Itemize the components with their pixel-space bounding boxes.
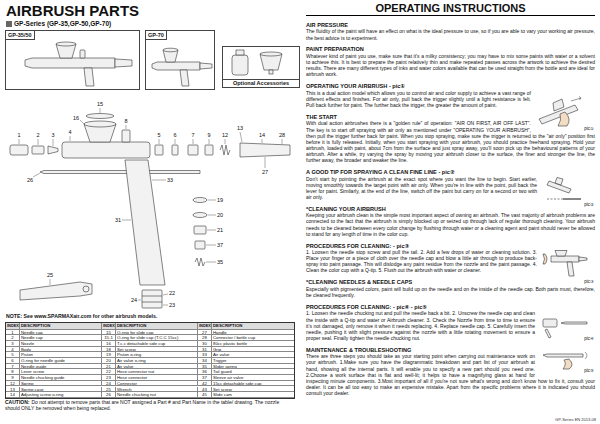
- figure-float: pic④: [539, 311, 595, 341]
- callout-number: 5: [157, 132, 160, 138]
- callout-number: 25: [47, 272, 53, 278]
- subtitle: GP-Series (GP-35,GP-50,GP-70): [14, 20, 111, 28]
- callout-number: 16: [73, 115, 79, 121]
- figure-operating: [535, 91, 595, 131]
- figure-float: pic①: [535, 91, 595, 131]
- figure-label: pic③: [584, 279, 594, 284]
- note-text: NOTE: See www.SPARMAXair.com for other a…: [6, 313, 157, 319]
- section-heading: *CLEANING YOUR AIRBRUSH: [306, 206, 595, 213]
- callout-number: 33: [167, 177, 173, 183]
- parts-table: INDEXDESCRIPTIONINDEXDESCRIPTIONINDEXDES…: [5, 322, 295, 399]
- callout-number: 21: [217, 227, 223, 233]
- callout-number: 27: [262, 169, 268, 175]
- body-text: With dual action airbrushes there is a "…: [306, 120, 595, 163]
- instructions-title: OPERATING INSTRUCTIONS: [306, 2, 595, 16]
- table-cell: Slide cam: [212, 392, 294, 398]
- section-heading: MAINTENANCE & TROUBLESHOOTING: [306, 347, 595, 354]
- airbrush-gp70: [152, 48, 212, 86]
- callout-number: 8: [124, 118, 127, 124]
- callout-number: 28: [279, 132, 285, 138]
- leader-lines: [19, 108, 282, 305]
- box-label: GP-70: [146, 31, 167, 40]
- figure-label: pic④: [584, 336, 594, 341]
- table-cell: 14: [6, 392, 20, 398]
- body-text: There are three steps you should take as…: [306, 353, 595, 396]
- body-text: 1. Loosen the needle chucking nut and pu…: [306, 310, 595, 340]
- callout-number: 19: [217, 197, 223, 203]
- inset-box: Optional Accessories: [222, 46, 300, 88]
- callout-number: 22: [169, 290, 175, 296]
- footer-code: GP-Series EN 2013-08: [555, 417, 596, 422]
- body-text: 1. Loosen the needle stop screw and pull…: [306, 249, 595, 273]
- table-cell: Adjusting screw o-ring: [20, 392, 102, 398]
- box-label: Optional Accessories: [223, 79, 299, 88]
- section-heading: OPERATING YOUR AIRBRUSH - pic①: [306, 83, 595, 90]
- airbrush-gp35: [25, 42, 132, 86]
- callout-number: 7: [191, 132, 194, 138]
- figure-cleaning: [541, 250, 595, 284]
- bullet-square: [6, 21, 12, 27]
- section-heading: THE START: [306, 114, 595, 121]
- caution-label: CAUTION:: [5, 399, 29, 405]
- section-heading: PAINT PREPARATION: [306, 46, 595, 53]
- callout-number: 3: [51, 132, 54, 138]
- body-text: Whatever kind of paint you use, make sur…: [306, 53, 595, 77]
- callout-number: 15: [97, 101, 103, 107]
- caution-note: CAUTION:Do not attempt to remove parts t…: [5, 399, 295, 411]
- callout-number: 35: [217, 259, 223, 265]
- body-text: Especially with pigmented colors, paint …: [306, 286, 595, 298]
- figure-group: pic④ pic⑤: [539, 311, 595, 373]
- body-text: This is a dual action model which allows…: [306, 90, 595, 108]
- callout-number: 31: [115, 217, 121, 223]
- section-heading: AIR PRESSURE: [306, 22, 595, 29]
- callout-number: 20: [217, 212, 223, 218]
- callout-number: 14: [259, 132, 265, 138]
- callout-number: 2: [36, 132, 39, 138]
- section-heading: PROCEDURES FOR CLEANING: - pic④ - pic⑤: [306, 304, 595, 311]
- section-heading: PROCEDURES FOR CLEANING: - pic③: [306, 243, 595, 250]
- callout-number: 12: [222, 132, 228, 138]
- callout-number: 4: [68, 129, 71, 135]
- instructions-column: OPERATING INSTRUCTIONS AIR PRESSUREThe fl…: [306, 2, 595, 396]
- figure-label: pic②: [584, 202, 594, 207]
- callout-number: 1: [17, 132, 20, 138]
- page-title: AIRBRUSH PARTS: [6, 2, 139, 19]
- callout-number: 13: [237, 125, 243, 131]
- table-cell: Needle chucking nut: [116, 392, 198, 398]
- figure-float: pic③: [541, 250, 595, 284]
- callout-number: 9: [207, 132, 210, 138]
- callout-number: 37: [217, 242, 223, 248]
- callout-number: 26: [27, 177, 33, 183]
- inset-box: GP-70: [145, 30, 215, 90]
- body-text: Don't start by pointing the airbrush at …: [306, 176, 595, 200]
- section-heading: *CLEANING NEEDLES & NEEDLE CAPS: [306, 279, 595, 286]
- table-cell: 45: [198, 392, 212, 398]
- table-cell: 26: [102, 392, 116, 398]
- figure-float: pic⑤: [539, 343, 595, 373]
- body-text: The fluidity of the paint will have an e…: [306, 28, 595, 40]
- figure-label: pic①: [584, 126, 594, 131]
- accessory-cups: [232, 50, 282, 75]
- body-text: Keeping your airbrush clean is the simpl…: [306, 212, 595, 236]
- callout-number: 24: [131, 297, 137, 303]
- inset-box: GP-35/50: [5, 30, 140, 90]
- box-label: GP-35/50: [6, 31, 35, 40]
- callout-number: 23: [169, 302, 175, 308]
- section-heading: A GOOD TIP FOR SPRAYING A CLEAN FINE LIN…: [306, 169, 595, 176]
- callout-number: 6: [173, 132, 176, 138]
- exploded-view: [10, 114, 290, 309]
- caution-text: Do not attempt to remove parts that are …: [5, 399, 279, 411]
- figure-float: pic②: [541, 177, 595, 207]
- figure-label: pic⑤: [584, 368, 594, 373]
